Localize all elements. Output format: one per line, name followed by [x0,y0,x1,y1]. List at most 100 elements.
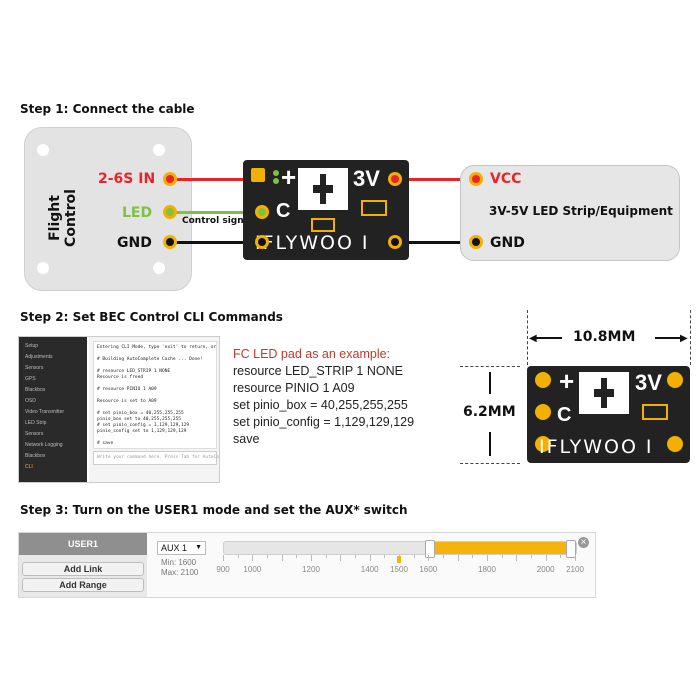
board-pad [535,436,551,452]
terminal-line: pinio_config set to 1,129,129,129 [97,429,187,434]
board-pad [667,436,683,452]
tick-mark [237,555,239,558]
terminal-line: # set pinio_box = 40,255,255,255 [97,411,184,416]
tick-mark [296,555,298,558]
board-c: C [557,404,572,426]
dim-arrow-line [489,432,491,456]
board-chip [298,168,348,210]
step3-title: Step 3: Turn on the USER1 mode and set t… [20,503,408,517]
tick-mark [545,555,547,561]
pad-label-in: 2-6S IN [98,171,156,187]
tick-label: 1000 [243,565,262,574]
board-pad [535,404,551,420]
add-range-button[interactable]: Add Range [22,578,144,592]
board-pad-gnd-right [388,235,402,249]
sidebar-item[interactable]: Adjustments [25,354,53,360]
range-min-label: Min: 1600 [161,558,197,567]
terminal-line: Resource is set to A09 [97,399,157,404]
mode-panel: USER1 Add Link Add Range AUX 1 ▼ Min: 16… [18,532,596,598]
tick-mark [223,555,224,561]
tick-mark [252,555,254,561]
tick-label: 2100 [566,565,584,574]
sidebar-item[interactable]: Blackbox [25,387,46,393]
flight-control-label: Flight Control [47,189,79,247]
dim-guide-top [460,366,520,368]
sidebar-item[interactable]: Sensors [25,431,44,437]
tick-mark [443,555,444,558]
dim-guide-left [527,310,529,365]
cli-command-line: set pinio_config = 1,129,129,129 [233,415,415,429]
board-pad [273,178,279,184]
cli-panel: Entering CLI Mode, type 'exit' to return… [89,337,219,482]
board-brand: IFLYWOO I [255,232,370,254]
equip-label-vcc: VCC [490,171,522,187]
tick-mark [487,555,488,561]
sidebar-item[interactable]: OSD [25,398,36,404]
terminal-line: # Building AutoComplete Cache ... Done! [97,357,203,362]
equip-pad-gnd [469,235,483,249]
aux-select[interactable]: AUX 1 ▼ [157,541,206,555]
mount-hole [153,262,165,274]
tick-label: 1600 [419,565,438,574]
board-pad-gnd-left [255,235,269,249]
close-icon[interactable]: × [578,537,589,548]
sidebar-item[interactable]: Sensors [25,365,44,371]
range-handle-max[interactable] [566,540,576,558]
range-handle-min[interactable] [425,540,436,558]
cli-command-line: save [233,432,260,446]
tick-mark [428,555,430,561]
cli-header: FC LED pad as an example: [233,347,391,361]
dim-arrowhead: ◀ [529,333,537,344]
equipment-label: 3V-5V LED Strip/Equipment [489,204,673,218]
add-link-button[interactable]: Add Link [22,562,144,576]
current-value-marker [397,556,401,563]
tick-mark [281,555,283,561]
cli-command-placeholder: Write your command here. Press Tab for A… [97,455,219,460]
tick-mark [369,555,371,561]
chevron-down-icon: ▼ [195,544,202,551]
board-chip [579,372,629,414]
step1-title: Step 1: Connect the cable [20,102,195,116]
sidebar-item[interactable]: LED Strip [25,420,47,426]
tick-mark [457,555,459,561]
mode-sidebar: USER1 Add Link Add Range [19,533,147,597]
cli-command-line: set pinio_box = 40,255,255,255 [233,398,408,412]
tick-mark [355,555,356,558]
range-max-label: Max: 2100 [161,568,199,577]
dim-arrow-line [655,337,685,339]
range-selection [429,542,576,554]
pad-led [163,205,177,219]
sidebar-item[interactable]: GPS [25,376,36,382]
range-slider-track[interactable] [223,540,577,558]
pad-label-gnd: GND [117,235,152,251]
step2-title: Step 2: Set BEC Control CLI Commands [20,310,283,324]
tick-mark [267,555,268,558]
mount-hole [37,144,49,156]
sidebar-item[interactable]: Blackbox [25,453,46,459]
board-3v: 3V [353,166,380,191]
sidebar-item[interactable]: Network Logging [25,442,63,448]
terminal-line: pinio_box set to 40,255,255,255 [97,417,181,422]
tick-mark [311,555,312,561]
board-pad [667,372,683,388]
wire-signal [170,211,262,214]
board-pad [535,372,551,388]
sidebar-item[interactable]: Setup [25,343,39,349]
tick-mark [340,555,342,561]
mount-hole [37,262,49,274]
sidebar-item[interactable]: CLI [25,464,33,470]
terminal-line: # save [97,441,114,446]
bec-module-dimension-board: + 3V C IFLYWOO I [527,366,690,463]
dim-height-label: 6.2MM [463,404,516,420]
aux-select-value: AUX 1 [161,543,188,553]
terminal-line: Entering CLI Mode, type 'exit' to return… [97,345,217,350]
cli-command-input[interactable]: Write your command here. Press Tab for A… [93,451,219,465]
terminal-line: # resource LED_STRIP 1 NONE [97,369,171,374]
equip-pad-vcc [469,172,483,186]
cli-terminal: Entering CLI Mode, type 'exit' to return… [93,341,217,449]
sidebar-item[interactable]: Video Transmitter [25,409,65,415]
tick-mark [413,555,415,558]
cli-command-line: resource PINIO 1 A09 [233,381,355,395]
board-pad-vcc [388,172,402,186]
